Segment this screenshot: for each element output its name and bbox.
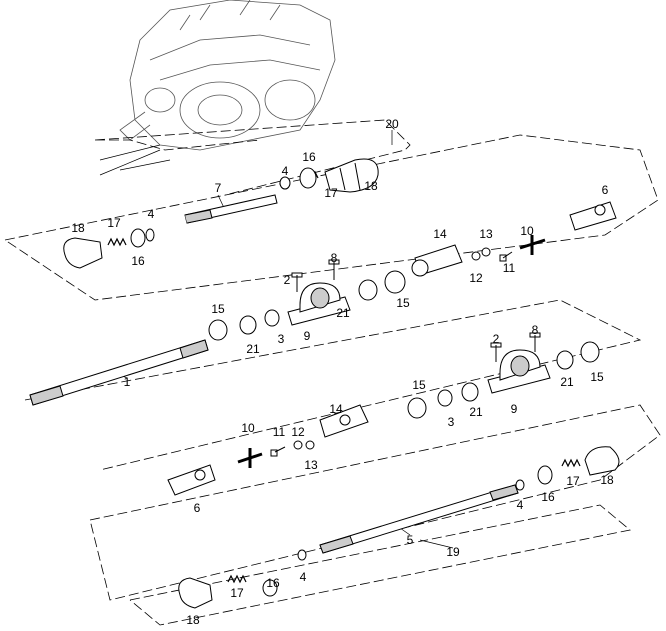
boots bbox=[63, 158, 620, 609]
callout-18: 18 bbox=[600, 473, 614, 487]
callout-16: 16 bbox=[302, 150, 316, 164]
bearings bbox=[287, 282, 551, 394]
shaft-1 bbox=[29, 339, 209, 406]
callout-3: 3 bbox=[277, 332, 285, 346]
callout-11: 11 bbox=[502, 261, 516, 275]
callout-5: 5 bbox=[406, 533, 414, 547]
callout-14: 14 bbox=[329, 402, 343, 416]
callout-2: 2 bbox=[283, 273, 291, 287]
callout-17: 17 bbox=[324, 186, 338, 200]
callout-10: 10 bbox=[241, 421, 255, 435]
callout-1: 1 bbox=[123, 375, 131, 389]
callout-21: 21 bbox=[469, 405, 483, 419]
bolts bbox=[270, 251, 541, 457]
group-boxes bbox=[4, 119, 661, 626]
callout-18: 18 bbox=[186, 613, 200, 627]
callout-16: 16 bbox=[541, 490, 555, 504]
engine-illustration bbox=[119, 0, 336, 151]
callout-20: 20 bbox=[385, 117, 399, 131]
callout-17: 17 bbox=[566, 474, 580, 488]
callout-8: 8 bbox=[531, 323, 539, 337]
callout-2: 2 bbox=[492, 332, 500, 346]
callout-13: 13 bbox=[304, 458, 318, 472]
callout-11: 11 bbox=[272, 425, 286, 439]
callout-3: 3 bbox=[447, 415, 455, 429]
callout-17: 17 bbox=[107, 216, 121, 230]
callout-17: 17 bbox=[230, 586, 244, 600]
callout-13: 13 bbox=[479, 227, 493, 241]
callout-8: 8 bbox=[330, 251, 338, 265]
callout-16: 16 bbox=[266, 576, 280, 590]
callout-16: 16 bbox=[131, 254, 145, 268]
leader-lines bbox=[99, 130, 454, 549]
callout-4: 4 bbox=[299, 570, 307, 584]
callout-6: 6 bbox=[193, 501, 201, 515]
shaft-7 bbox=[184, 194, 278, 224]
callout-15: 15 bbox=[396, 296, 410, 310]
callout-4: 4 bbox=[281, 164, 289, 178]
callout-6: 6 bbox=[601, 183, 609, 197]
callout-10: 10 bbox=[520, 224, 534, 238]
callout-14: 14 bbox=[433, 227, 447, 241]
rings bbox=[130, 167, 600, 597]
callout-19: 19 bbox=[446, 545, 460, 559]
callout-4: 4 bbox=[147, 207, 155, 221]
callout-21: 21 bbox=[336, 306, 350, 320]
yokes bbox=[167, 201, 617, 496]
callout-9: 9 bbox=[303, 329, 311, 343]
shaft-5 bbox=[319, 484, 519, 554]
callout-7: 7 bbox=[214, 181, 222, 195]
callout-15: 15 bbox=[590, 370, 604, 384]
callout-21: 21 bbox=[246, 342, 260, 356]
callout-12: 12 bbox=[291, 425, 305, 439]
callout-9: 9 bbox=[510, 402, 518, 416]
callout-4: 4 bbox=[516, 498, 524, 512]
callout-15: 15 bbox=[211, 302, 225, 316]
callout-21: 21 bbox=[560, 375, 574, 389]
callout-18: 18 bbox=[71, 221, 85, 235]
callout-15: 15 bbox=[412, 378, 426, 392]
callout-12: 12 bbox=[469, 271, 483, 285]
callout-18: 18 bbox=[364, 179, 378, 193]
